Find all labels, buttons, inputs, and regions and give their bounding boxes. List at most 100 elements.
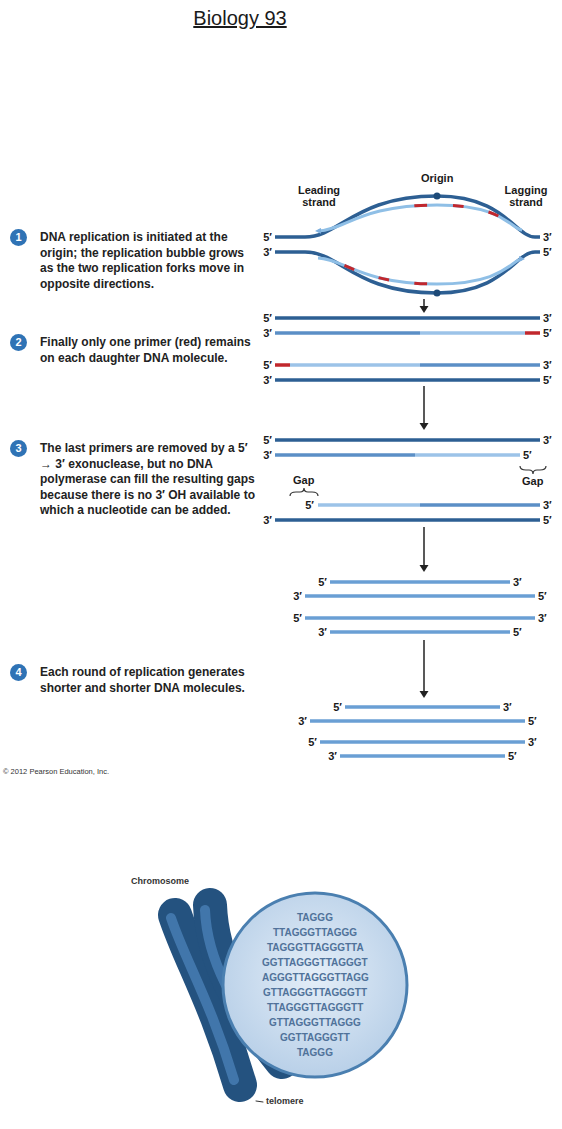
- part-label: Origin: [421, 172, 453, 184]
- illustration-part: [420, 565, 429, 572]
- step-text: The last primers are removed by a 5′ → 3…: [40, 441, 256, 519]
- strand-end-label: 5′: [293, 612, 302, 624]
- strand-end-label: 3′: [293, 590, 302, 602]
- strand-end-label: 3′: [263, 514, 272, 526]
- illustration-part: [223, 893, 407, 1077]
- sequence-text: TTAGGGTTAGGG: [273, 926, 357, 940]
- illustration-part: [290, 363, 420, 367]
- illustration-part: [420, 363, 540, 367]
- illustration-part: [415, 453, 520, 457]
- strand-end-label: 5′: [308, 736, 317, 748]
- step-text: DNA replication is initiated at the orig…: [40, 230, 256, 292]
- gap-label: Gap: [293, 474, 314, 487]
- part-label: Lagging strand: [500, 184, 552, 208]
- illustration-part: [305, 616, 535, 620]
- strand-end-label: 5′: [508, 750, 517, 762]
- down-arrow: [420, 299, 429, 698]
- sequence-text: TAGGG: [297, 1046, 333, 1060]
- strand-end-label: 5′: [333, 701, 342, 713]
- illustration-part: [525, 331, 540, 335]
- illustration-part: [345, 705, 500, 709]
- illustration-part: [290, 488, 318, 496]
- copyright-note: © 2012 Pearson Education, Inc.: [3, 767, 109, 776]
- strand-end-label: 3′: [543, 434, 552, 446]
- strand-end-label: 3′: [538, 612, 547, 624]
- step-text: Finally only one primer (red) remains on…: [40, 335, 256, 366]
- stage-3-strands: [275, 440, 540, 520]
- gap-brace: [290, 466, 546, 496]
- strand-end-label: 3′: [298, 715, 307, 727]
- strand-end-label: 5′: [543, 374, 552, 386]
- illustration-part: [318, 503, 420, 507]
- stage-1-bubble: [275, 193, 540, 297]
- sequence-text: GTTAGGGTTAGGG: [269, 1016, 361, 1030]
- stage-2-strands: [275, 318, 540, 380]
- illustration-part: [275, 331, 420, 335]
- illustration-part: [320, 740, 525, 744]
- page-title: Biology 93: [0, 6, 480, 30]
- gap-label: Gap: [522, 475, 543, 488]
- strand-end-label: 3′: [263, 374, 272, 386]
- strand-end-label: 5′: [543, 514, 552, 526]
- callout-number: 3: [10, 440, 27, 457]
- strand-end-label: 5′: [523, 449, 532, 461]
- illustration-part: [275, 378, 540, 382]
- strand-end-label: 3′: [263, 246, 272, 258]
- strand-end-label: 5′: [528, 715, 537, 727]
- strand-end-label: 5′: [538, 590, 547, 602]
- illustration-part: [275, 316, 540, 320]
- strand-end-label: 5′: [263, 434, 272, 446]
- strand-end-label: 3′: [263, 449, 272, 461]
- strand-end-label: 3′: [543, 312, 552, 324]
- illustration-part: [423, 386, 425, 424]
- illustration-part: [310, 719, 525, 723]
- illustration-part: [275, 363, 290, 367]
- illustration-part: [330, 580, 510, 584]
- callout-number: 2: [10, 334, 27, 351]
- strand-end-label: 3′: [503, 701, 512, 713]
- strand-end-label: 3′: [328, 750, 337, 762]
- illustration-part: [423, 299, 425, 307]
- part-label: telomere: [266, 1096, 304, 1107]
- sequence-text: TAGGG: [297, 911, 333, 925]
- illustration-part: [318, 205, 522, 231]
- illustration-part: [275, 252, 540, 293]
- callout-number: 1: [10, 229, 27, 246]
- strand-end-label: 5′: [513, 626, 522, 638]
- illustration-part: [420, 691, 429, 698]
- sequence-text: TTAGGGTTAGGGTT: [267, 1001, 363, 1015]
- magnified-telomere: [223, 893, 407, 1077]
- sequence-text: GGTTAGGGTTAGGGT: [262, 956, 368, 970]
- illustration-part: [318, 205, 522, 231]
- illustration-part: [423, 640, 425, 692]
- stage-4-strands: [305, 582, 535, 756]
- illustration-part: [340, 754, 505, 758]
- strand-end-label: 5′: [263, 312, 272, 324]
- step-text: Each round of replication generates shor…: [40, 665, 256, 696]
- strand-end-label: 3′: [543, 499, 552, 511]
- strand-end-label: 5′: [543, 327, 552, 339]
- strand-end-label: 3′: [318, 626, 327, 638]
- strand-end-label: 3′: [528, 736, 537, 748]
- illustration-part: [434, 290, 441, 297]
- strand-end-label: 3′: [513, 576, 522, 588]
- strand-end-label: 5′: [318, 576, 327, 588]
- illustration-part: [420, 503, 540, 507]
- illustration-part: [256, 1101, 263, 1102]
- illustration-part: [420, 306, 429, 313]
- illustration-part: [420, 423, 429, 430]
- illustration-part: [434, 193, 441, 200]
- illustration-part: [275, 518, 540, 522]
- step-item: 4 Each round of replication generates sho…: [8, 665, 260, 696]
- strand-end-label: 3′: [263, 327, 272, 339]
- illustration-part: [305, 594, 535, 598]
- strand-end-label: 5′: [263, 359, 272, 371]
- strand-end-label: 5′: [305, 499, 314, 511]
- sequence-text: TAGGGTTAGGGTTA: [267, 941, 364, 955]
- strand-end-label: 5′: [543, 246, 552, 258]
- illustration-part: [520, 466, 546, 474]
- illustration-part: [330, 630, 510, 634]
- callout-number: 4: [10, 664, 27, 681]
- part-label: Leading strand: [293, 184, 345, 208]
